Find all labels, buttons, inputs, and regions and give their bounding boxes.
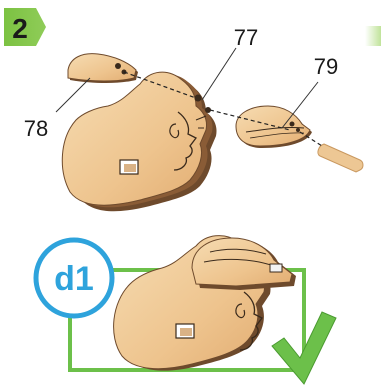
face-profile (173, 111, 197, 171)
part-79-visor (235, 105, 312, 148)
alignment-lines (123, 71, 323, 147)
eyebrow-detail (195, 115, 207, 129)
head-assembled (113, 235, 296, 371)
step-badge: 2 (4, 8, 46, 46)
label-leaders (55, 47, 319, 129)
part-label-77: 77 (234, 25, 258, 50)
square-slot-inner (124, 164, 136, 172)
detail-badge: d1 (33, 237, 115, 319)
dowel-pin (317, 143, 364, 173)
ear-detail (169, 123, 180, 139)
detail-label: d1 (54, 260, 94, 298)
step-top-strip (365, 26, 381, 46)
peg-hole-lower (205, 107, 211, 113)
head-assembly-exploded (61, 71, 217, 212)
peg-hole-upper (194, 94, 202, 102)
step-number: 2 (12, 13, 28, 44)
head-front-layer-77 (61, 71, 207, 206)
part-label-78: 78 (24, 116, 48, 141)
part-label-79: 79 (314, 54, 338, 79)
check-mark (271, 311, 337, 385)
part-78-hat-back (67, 53, 138, 83)
